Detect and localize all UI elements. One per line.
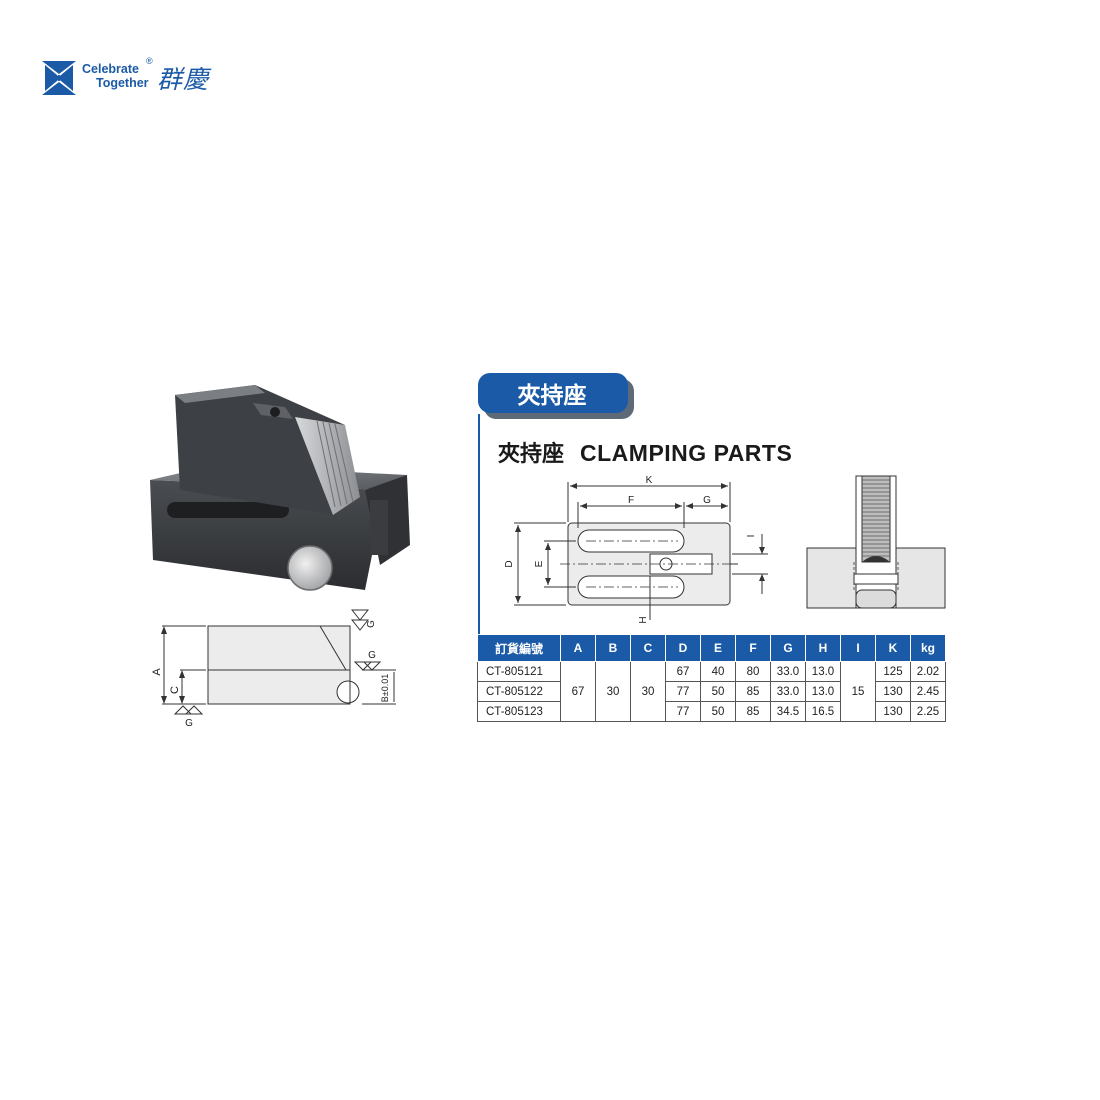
cell-g: 33.0 — [770, 681, 806, 702]
section-view-drawing — [806, 475, 946, 609]
cell-g: 33.0 — [770, 661, 806, 682]
header-order-code: 訂貨編號 — [477, 634, 561, 662]
cell-f: 85 — [735, 701, 771, 722]
brand-mark-icon — [42, 61, 76, 95]
table-row: CT-805123 77 50 85 34.5 16.5 130 2.25 — [477, 701, 946, 722]
dim-label-g: G — [703, 495, 711, 506]
header-k: K — [875, 634, 911, 662]
category-tab-label: 夾持座 — [517, 383, 587, 409]
header-d: D — [665, 634, 701, 662]
brand-name-en: Celebrate Together — [82, 62, 149, 90]
product-title-cn: 夾持座 — [498, 442, 565, 467]
cell-d: 77 — [665, 681, 701, 702]
cell-c: 30 — [630, 661, 666, 722]
cell-e: 50 — [700, 701, 736, 722]
header-b: B — [595, 634, 631, 662]
brand-logo: Celebrate Together ® 群慶 — [42, 56, 242, 98]
header-c: C — [630, 634, 666, 662]
cell-d: 77 — [665, 701, 701, 722]
dim-label-a: A — [151, 668, 163, 676]
dim-label-c: C — [169, 686, 181, 694]
dim-label-e: E — [534, 560, 545, 567]
cell-code: CT-805123 — [477, 701, 561, 722]
cell-f: 80 — [735, 661, 771, 682]
cell-h: 16.5 — [805, 701, 841, 722]
table-header-row: 訂貨編號 A B C D E F G H I K kg — [477, 634, 946, 662]
cell-code: CT-805122 — [477, 681, 561, 702]
cell-f: 85 — [735, 681, 771, 702]
side-view-drawing: A C G G G B±0.01 — [151, 609, 396, 729]
cell-b: 30 — [595, 661, 631, 722]
dim-label-g-mid: G — [368, 650, 376, 661]
brand-name-line1: Celebrate — [82, 62, 139, 76]
header-e: E — [700, 634, 736, 662]
brand-name-cn: 群慶 — [157, 65, 210, 94]
cell-k: 130 — [875, 701, 911, 722]
cell-kg: 2.45 — [910, 681, 946, 702]
cell-i: 15 — [840, 661, 876, 722]
table-row: CT-805121 67 30 30 67 40 80 33.0 13.0 15… — [477, 661, 946, 722]
cell-kg: 2.02 — [910, 661, 946, 682]
category-tab: 夾持座 — [478, 373, 636, 419]
cell-e: 50 — [700, 681, 736, 702]
cell-k: 125 — [875, 661, 911, 682]
table-row: CT-805122 77 50 85 33.0 13.0 130 2.45 — [477, 681, 946, 702]
dim-label-g-top: G — [366, 620, 377, 628]
dim-label-k: K — [646, 475, 653, 486]
brand-name-line2: Together — [96, 76, 149, 90]
dim-label-d: D — [504, 560, 515, 567]
product-photo — [150, 385, 410, 591]
header-i: I — [840, 634, 876, 662]
cell-kg: 2.25 — [910, 701, 946, 722]
header-kg: kg — [910, 634, 946, 662]
cell-e: 40 — [700, 661, 736, 682]
spec-table: 訂貨編號 A B C D E F G H I K kg CT-805121 67… — [477, 634, 946, 722]
cell-g: 34.5 — [770, 701, 806, 722]
frame-line — [478, 414, 480, 634]
header-f: F — [735, 634, 771, 662]
cell-h: 13.0 — [805, 681, 841, 702]
header-a: A — [560, 634, 596, 662]
dim-label-i: I — [746, 535, 757, 538]
cell-code: CT-805121 — [477, 661, 561, 682]
cell-d: 67 — [665, 661, 701, 682]
header-h: H — [805, 634, 841, 662]
dim-label-g-bottom: G — [185, 718, 193, 729]
dim-label-b: B±0.01 — [380, 674, 390, 702]
cell-a: 67 — [560, 661, 596, 722]
header-g: G — [770, 634, 806, 662]
registered-mark: ® — [146, 56, 153, 66]
product-title: 夾持座 CLAMPING PARTS — [498, 436, 792, 468]
cell-h: 13.0 — [805, 661, 841, 682]
product-title-en: CLAMPING PARTS — [580, 440, 793, 466]
dim-label-h: H — [638, 616, 649, 623]
cell-k: 130 — [875, 681, 911, 702]
top-view-drawing: K F G D E I H — [504, 475, 768, 624]
dim-label-f: F — [628, 495, 634, 506]
